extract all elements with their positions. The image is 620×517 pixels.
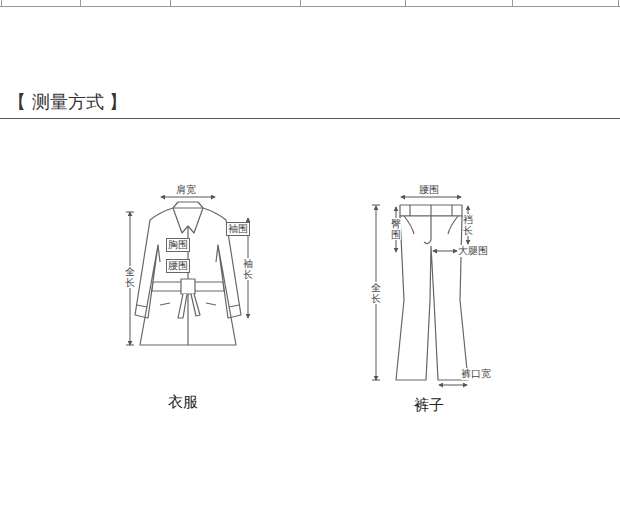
measurement-label: 裆长 (463, 214, 473, 236)
measurement-label: 裤口宽 (461, 368, 491, 380)
measurement-label: 腰围 (419, 184, 439, 196)
measurement-label: 胸围 (166, 238, 190, 252)
measurement-label: 肩宽 (176, 184, 196, 196)
measurement-label: 袖围 (226, 222, 250, 236)
table-edge (0, 0, 620, 7)
garment-caption: 裤子 (414, 397, 444, 414)
measurement-label: 臀围 (391, 218, 401, 240)
measurement-label: 全长 (371, 282, 381, 304)
heading-rule (0, 118, 620, 119)
garment-caption: 衣服 (168, 394, 198, 411)
measurement-label: 袖长 (243, 258, 253, 280)
measurement-label: 腰围 (166, 259, 190, 273)
dimension-lines (126, 197, 248, 345)
measurement-label: 大腿围 (458, 245, 488, 257)
measurement-label: 全长 (125, 266, 135, 288)
section-heading: 【 测量方式 】 (8, 90, 127, 114)
dimension-lines (372, 197, 468, 385)
pants-drawing (396, 205, 468, 380)
